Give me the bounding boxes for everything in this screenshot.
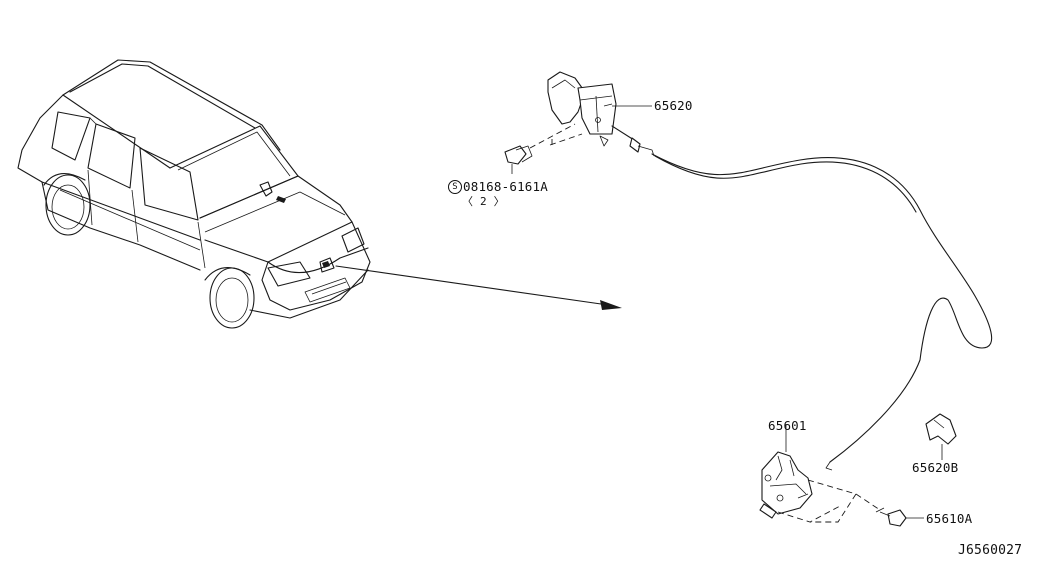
bolt-65610a <box>855 493 924 527</box>
label-bolt-qty: 〈 2 〉 <box>462 195 505 208</box>
label-65620: 65620 <box>654 98 693 113</box>
hood-lock <box>759 424 857 523</box>
release-cable <box>651 153 993 463</box>
vehicle-illustration <box>17 59 371 329</box>
label-65601: 65601 <box>768 418 807 433</box>
hood-release-handle <box>547 71 655 157</box>
pointer-arrow <box>335 265 622 310</box>
bolt-08168 <box>504 123 583 174</box>
diagram-id: J6560027 <box>958 543 1023 558</box>
lock-clip <box>925 413 957 460</box>
label-65620b: 65620B <box>912 460 959 475</box>
label-65610a: 65610A <box>926 511 973 526</box>
label-08168-6161a: 08168-6161A <box>463 179 548 194</box>
bolt-marker: S <box>448 180 462 194</box>
